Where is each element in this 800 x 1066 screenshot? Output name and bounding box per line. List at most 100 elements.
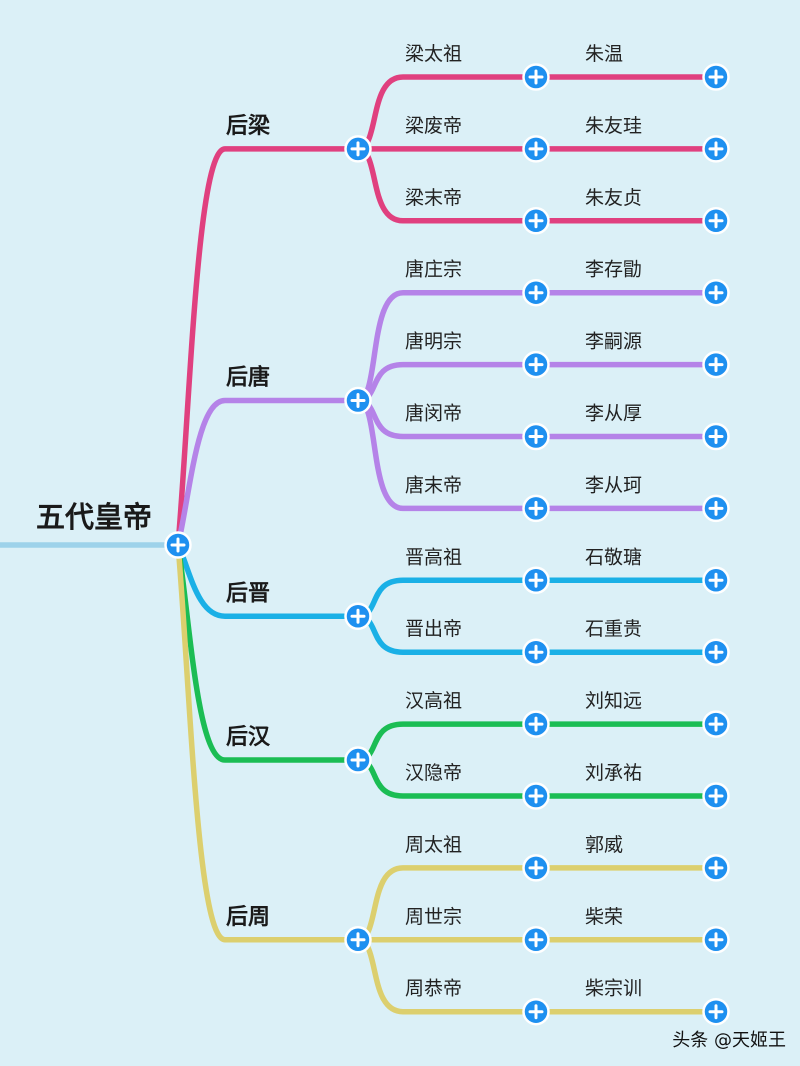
emperor-title: 周恭帝	[405, 978, 462, 1000]
dynasty-link	[175, 542, 361, 943]
plus-icon	[708, 500, 724, 516]
root-label: 五代皇帝	[36, 500, 152, 534]
plus-icon	[708, 716, 724, 732]
expand-node-name[interactable]	[702, 63, 730, 91]
plus-icon	[708, 141, 724, 157]
emperor-name: 朱温	[585, 43, 623, 65]
plus-icon	[528, 932, 544, 948]
expand-node-dynasty[interactable]	[344, 602, 372, 630]
expand-node-name[interactable]	[702, 207, 730, 235]
dynasty-link	[175, 146, 361, 548]
emperor-name: 石重贵	[585, 618, 642, 640]
emperor-name: 柴宗训	[585, 978, 642, 1000]
emperor-title: 梁末帝	[405, 187, 462, 209]
expand-node-emperor[interactable]	[522, 566, 550, 595]
plus-icon	[708, 213, 724, 229]
plus-icon	[708, 1004, 724, 1020]
plus-icon	[528, 500, 544, 516]
plus-icon	[528, 572, 544, 588]
plus-icon	[528, 357, 544, 373]
emperor-title: 周太祖	[405, 834, 462, 856]
expand-node-emperor[interactable]	[522, 997, 550, 1026]
dynasty-label: 后唐	[226, 365, 270, 391]
expand-node-name[interactable]	[702, 926, 730, 954]
expand-node-emperor[interactable]	[522, 63, 550, 91]
emperor-title: 梁太祖	[405, 43, 462, 65]
expand-node-name[interactable]	[702, 422, 730, 451]
expand-node-emperor[interactable]	[522, 854, 550, 882]
expand-node-name[interactable]	[702, 135, 730, 163]
expand-node-dynasty[interactable]	[344, 386, 372, 415]
expand-node-name[interactable]	[702, 566, 730, 595]
label-layer: 五代皇帝后梁梁太祖朱温梁废帝朱友珪梁末帝朱友贞后唐唐庄宗李存勖唐明宗李嗣源唐闵帝…	[36, 43, 642, 1000]
expand-node-emperor[interactable]	[522, 926, 550, 954]
emperor-name: 柴荣	[585, 906, 623, 928]
emperor-name: 朱友贞	[585, 187, 642, 209]
emperor-title: 唐末帝	[405, 474, 462, 496]
plus-icon	[528, 860, 544, 876]
expand-node-emperor[interactable]	[522, 494, 550, 523]
dynasty-link	[175, 397, 361, 548]
plus-icon	[708, 357, 724, 373]
emperor-name: 李从厚	[585, 403, 642, 425]
emperor-title: 周世宗	[405, 906, 462, 928]
expand-node-dynasty[interactable]	[344, 746, 372, 774]
expand-node-emperor[interactable]	[522, 278, 550, 307]
emperor-name: 李存勖	[585, 259, 642, 281]
expand-node-emperor[interactable]	[522, 638, 550, 666]
plus-icon	[528, 429, 544, 444]
expand-node-name[interactable]	[702, 278, 730, 307]
plus-icon	[350, 752, 366, 768]
emperor-name: 石敬瑭	[585, 546, 642, 568]
dynasty-label: 后汉	[226, 725, 271, 750]
emperor-name: 刘知远	[585, 690, 642, 712]
emperor-name: 刘承祐	[585, 762, 642, 784]
expand-node-emperor[interactable]	[522, 782, 550, 810]
expand-node-dynasty[interactable]	[344, 926, 372, 954]
expand-node-name[interactable]	[702, 638, 730, 666]
plus-icon	[708, 860, 724, 876]
dynasty-label: 后周	[226, 905, 270, 930]
expand-node-name[interactable]	[702, 997, 730, 1026]
emperor-title: 汉隐帝	[405, 762, 462, 784]
expand-node-emperor[interactable]	[522, 350, 550, 379]
expand-node-dynasty[interactable]	[344, 135, 372, 163]
plus-icon	[528, 141, 544, 157]
plus-icon	[528, 788, 544, 804]
emperor-name: 李嗣源	[585, 331, 642, 353]
plus-icon	[528, 1004, 544, 1020]
expand-node-emperor[interactable]	[522, 135, 550, 163]
expand-node-name[interactable]	[702, 350, 730, 379]
plus-icon	[528, 69, 544, 85]
emperor-title: 唐闵帝	[405, 403, 462, 425]
expand-node-name[interactable]	[702, 494, 730, 523]
plus-icon	[528, 213, 544, 229]
plus-icon	[708, 429, 724, 444]
emperor-title: 晋出帝	[405, 618, 462, 640]
expand-node-name[interactable]	[702, 710, 730, 738]
expand-node-name[interactable]	[702, 854, 730, 882]
link-layer	[0, 74, 719, 1015]
plus-icon	[708, 788, 724, 804]
emperor-name: 朱友珪	[585, 115, 642, 137]
plus-icon	[708, 69, 724, 85]
emperor-title: 唐庄宗	[405, 259, 462, 281]
emperor-title: 唐明宗	[405, 331, 462, 353]
plus-icon	[708, 932, 724, 948]
expand-node-name[interactable]	[702, 782, 730, 810]
plus-icon	[528, 716, 544, 732]
expand-node-emperor[interactable]	[522, 422, 550, 451]
dynasty-label: 后梁	[226, 114, 270, 139]
plus-icon	[350, 932, 366, 948]
expand-node-emperor[interactable]	[522, 207, 550, 235]
plus-icon	[528, 285, 544, 301]
plus-icon	[350, 141, 366, 157]
emperor-title: 汉高祖	[405, 690, 462, 712]
plus-icon	[528, 644, 544, 660]
plus-icon	[350, 608, 366, 624]
emperor-name: 李从珂	[585, 474, 642, 496]
expand-node-root[interactable]	[164, 531, 192, 559]
expand-node-emperor[interactable]	[522, 710, 550, 738]
